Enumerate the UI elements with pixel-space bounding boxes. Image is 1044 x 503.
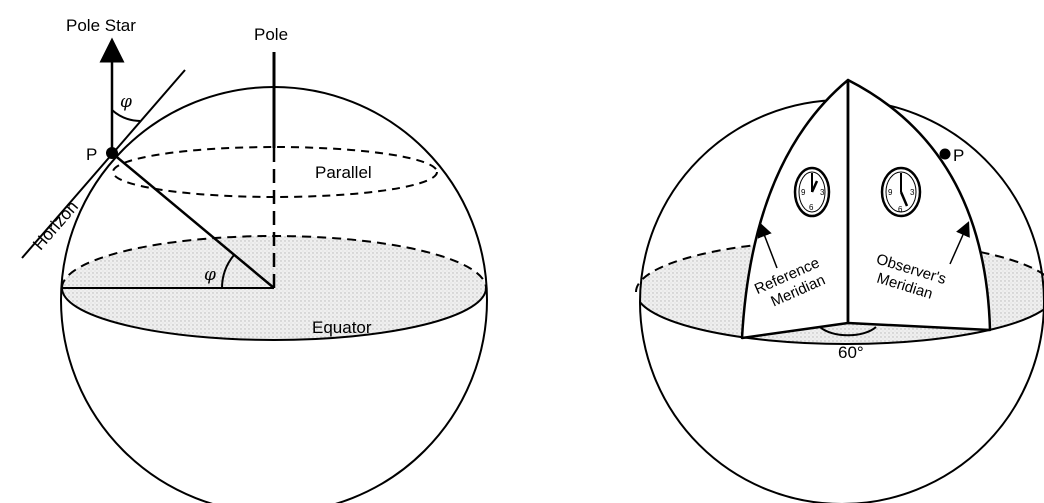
observer-meridian-arrow <box>949 221 970 265</box>
longitude-angle-label: 60° <box>838 343 864 362</box>
latitude-figure: Pole Star Pole P Horizon Parallel Equato… <box>21 16 488 503</box>
reference-clock-nine: 9 <box>801 188 806 197</box>
reference-clock-six: 6 <box>809 203 814 212</box>
parallel-circle <box>112 146 438 198</box>
phi-symbol-center: φ <box>204 265 216 285</box>
reference-clock-three: 3 <box>820 188 825 197</box>
pole-label: Pole <box>254 25 288 44</box>
phi-symbol-horizon: φ <box>120 92 132 112</box>
reference-meridian-arrow <box>757 221 778 269</box>
pole-star-label: Pole Star <box>66 16 136 35</box>
point-p-marker <box>106 147 118 159</box>
observer-meridian-plane <box>846 78 992 332</box>
longitude-angle-arc <box>819 326 877 337</box>
equator-front-arc <box>640 291 1044 345</box>
point-p-label: P <box>86 145 97 164</box>
observer-clock-three: 3 <box>910 188 915 197</box>
radius-to-p <box>111 152 275 289</box>
reference-meridian-plane <box>740 78 850 340</box>
equator-plane-front <box>62 288 486 340</box>
equator-label: Equator <box>312 318 372 337</box>
parallel-label: Parallel <box>315 163 372 182</box>
observer-clock-nine: 9 <box>888 188 893 197</box>
latitude-angle-arc <box>221 254 235 289</box>
point-p-marker <box>939 148 951 160</box>
observer-clock-six: 6 <box>898 205 903 214</box>
observer-clock-icon: 9 3 6 <box>880 166 922 218</box>
equator-back-arc <box>635 239 1044 293</box>
equator-front-arc <box>61 287 487 341</box>
horizon-line <box>21 69 186 259</box>
reference-clock-icon: 9 3 6 <box>793 166 831 218</box>
point-p-label: P <box>953 146 964 165</box>
horizon-angle-arc <box>111 109 141 122</box>
longitude-figure: 9 3 6 9 3 6 P Reference Meridian Observe… <box>635 78 1044 503</box>
